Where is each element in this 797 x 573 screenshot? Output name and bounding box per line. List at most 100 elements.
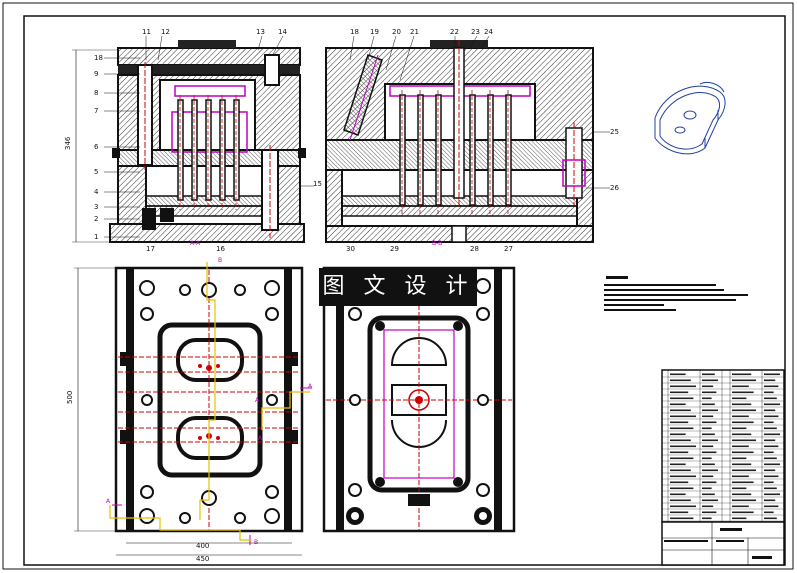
bom-cell-text	[732, 427, 747, 430]
bom-cell-text	[732, 481, 754, 484]
bom-cell-text	[732, 517, 747, 520]
callouts-top-right: 18 19 20 21 22 23 24	[350, 28, 493, 36]
bom-cell-text	[702, 499, 718, 502]
bom-cell-text	[732, 397, 747, 400]
bom-cell-text	[732, 457, 747, 460]
bill-of-materials	[661, 369, 785, 523]
callouts-top-left: 11 12 13 14	[142, 28, 287, 36]
bom-cell-text	[764, 463, 780, 466]
bom-cell-text	[670, 415, 696, 418]
bom-cell-text	[702, 481, 717, 484]
bom-cell-text	[732, 475, 749, 478]
callout-label: 18	[94, 54, 103, 62]
callout-label: 18	[350, 28, 359, 36]
bom-cell-text	[670, 505, 696, 508]
callout-label: 21	[410, 28, 419, 36]
bom-cell-text	[764, 445, 779, 448]
bom-cell-text	[732, 409, 756, 412]
bom-cell-text	[764, 499, 776, 502]
bom-cell-text	[702, 445, 714, 448]
bom-cell-text	[670, 481, 689, 484]
title-block	[661, 521, 785, 566]
callout-label: 9	[94, 70, 98, 78]
dimension-vertical-left: 346	[64, 49, 118, 243]
bom-cell-text	[670, 451, 689, 454]
callout-label: 19	[370, 28, 379, 36]
bom-cell-text	[670, 373, 686, 376]
bom-cell-text	[764, 457, 777, 460]
bom-cell-text	[732, 505, 749, 508]
bom-cell-text	[670, 397, 694, 400]
callout-label: 23	[471, 28, 480, 36]
bom-cell-text	[702, 421, 717, 424]
bom-cell-text	[702, 469, 718, 472]
bom-cell-text	[732, 499, 756, 502]
dimension-value-plan-bottom-2: 450	[196, 555, 209, 563]
bom-cell-text	[670, 427, 694, 430]
bom-cell-text	[670, 499, 691, 502]
bom-cell-text	[764, 481, 774, 484]
section-label-aa: A-A	[190, 240, 201, 247]
bom-cell-text	[764, 469, 776, 472]
plan-view-left: B A A B A A	[106, 257, 313, 546]
callouts-bottom-right: 30 29 B-B 28 27	[346, 240, 513, 253]
bom-cell-text	[702, 409, 718, 412]
callout-label: 24	[484, 28, 493, 36]
bom-cell-text	[732, 373, 752, 376]
callout-label: 1	[94, 233, 98, 241]
callouts-bottom-left: 17 A-A 16	[146, 240, 225, 253]
bom-cell-text	[702, 505, 714, 508]
bom-cell-text	[702, 517, 712, 520]
callout-label: 25	[610, 128, 619, 136]
bom-cell-text	[764, 373, 780, 376]
bom-cell-text	[670, 493, 686, 496]
bom-cell-text	[670, 511, 689, 514]
bom-cell-text	[670, 439, 691, 442]
callout-label: 4	[94, 188, 99, 196]
section-mark-b-top: B	[218, 257, 222, 264]
callout-label: 2	[94, 215, 98, 223]
bom-cell-text	[732, 511, 754, 514]
bom-cell-text	[702, 379, 718, 382]
sheet-inner-border	[23, 15, 786, 566]
callout-label: 30	[346, 245, 355, 253]
callout-label: 8	[94, 89, 98, 97]
section-mark-a-mid2: A	[258, 435, 263, 442]
callouts-right-side: 25 26	[610, 128, 619, 192]
part-isometric-view	[654, 81, 726, 155]
bom-cell-text	[702, 391, 717, 394]
bom-cell-text	[702, 427, 712, 430]
bom-cell-text	[764, 403, 780, 406]
bom-cell-text	[670, 469, 691, 472]
technical-notes-block	[604, 276, 748, 311]
dimension-value-plan-vertical: 500	[66, 391, 74, 404]
bom-cell-text	[764, 505, 779, 508]
bom-cell-text	[764, 517, 777, 520]
bom-cell-text	[670, 421, 689, 424]
bom-cell-text	[732, 445, 749, 448]
bom-cell-text	[670, 391, 689, 394]
bom-cell-text	[670, 463, 686, 466]
bom-cell-text	[702, 511, 717, 514]
bom-cell-text	[670, 403, 686, 406]
dimension-value-left: 346	[64, 136, 72, 150]
bom-cell-text	[764, 421, 774, 424]
callout-label: 7	[94, 107, 98, 115]
section-mark-a-right: A	[308, 383, 313, 390]
bom-cell-text	[702, 433, 715, 436]
bom-cell-text	[702, 487, 712, 490]
callout-label: 17	[146, 245, 155, 253]
callout-label: 6	[94, 143, 99, 151]
bom-cell-text	[670, 379, 691, 382]
bom-cell-text	[732, 379, 756, 382]
bom-cell-text	[732, 463, 752, 466]
callout-label: 13	[256, 28, 265, 36]
bom-cell-text	[732, 391, 754, 394]
bom-cell-text	[670, 517, 694, 520]
bom-cell-text	[764, 439, 776, 442]
callout-label: 22	[450, 28, 459, 36]
section-label-bb: B-B	[432, 240, 442, 247]
callout-label: 28	[470, 245, 479, 253]
bom-cell-text	[732, 469, 756, 472]
